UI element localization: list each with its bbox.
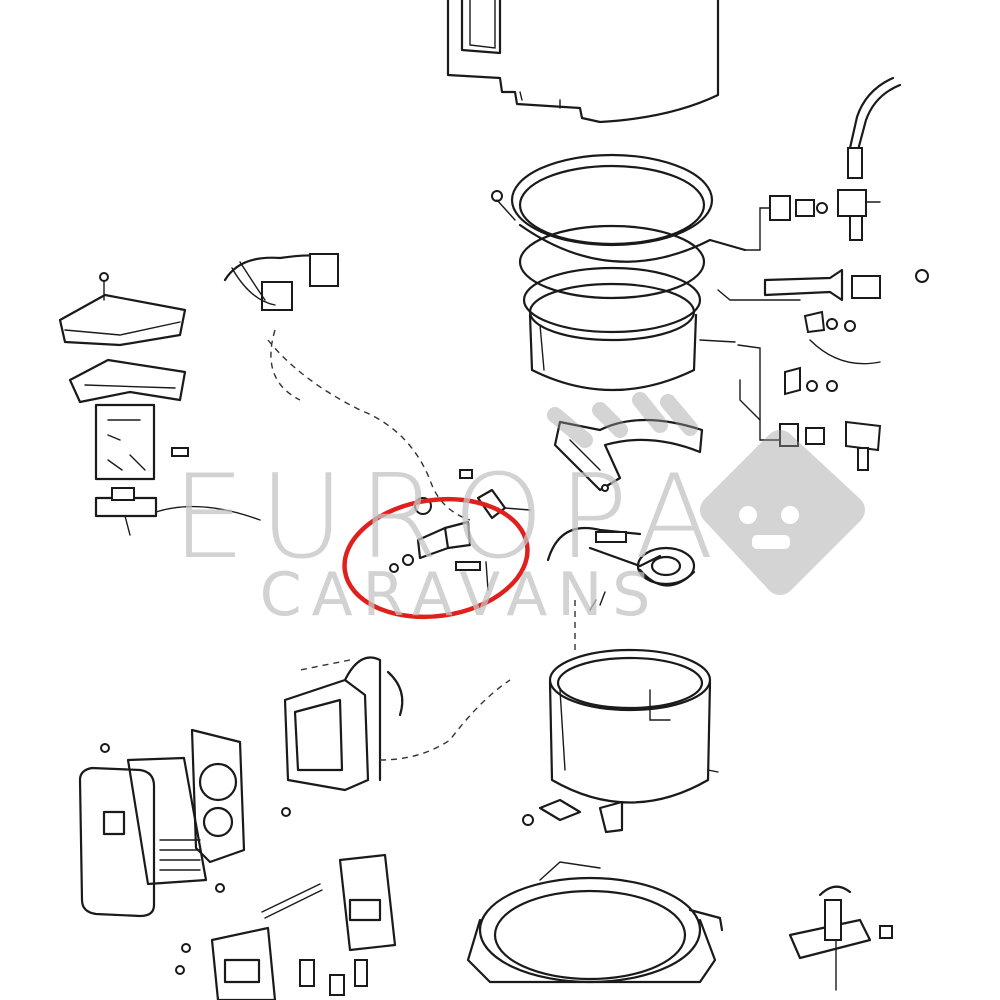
right-fittings [717,195,929,471]
front-cover [78,728,291,918]
watermark-logo-icon [547,392,865,595]
highlight-circle [342,496,530,620]
gas-valve [788,885,893,991]
lower-housing [175,853,397,1000]
flue-duct [283,656,511,792]
base-tray [466,861,724,984]
main-burner [546,526,696,650]
gas-supply-pipe [837,76,902,241]
thermocouple-bracket-assembly [389,469,531,591]
outer-casing [446,0,720,124]
control-housing [58,272,261,536]
wiring-harness [223,253,471,521]
heat-exchanger-rings [491,153,747,392]
deflector-shield [553,418,704,492]
combustion-chamber [522,648,719,834]
